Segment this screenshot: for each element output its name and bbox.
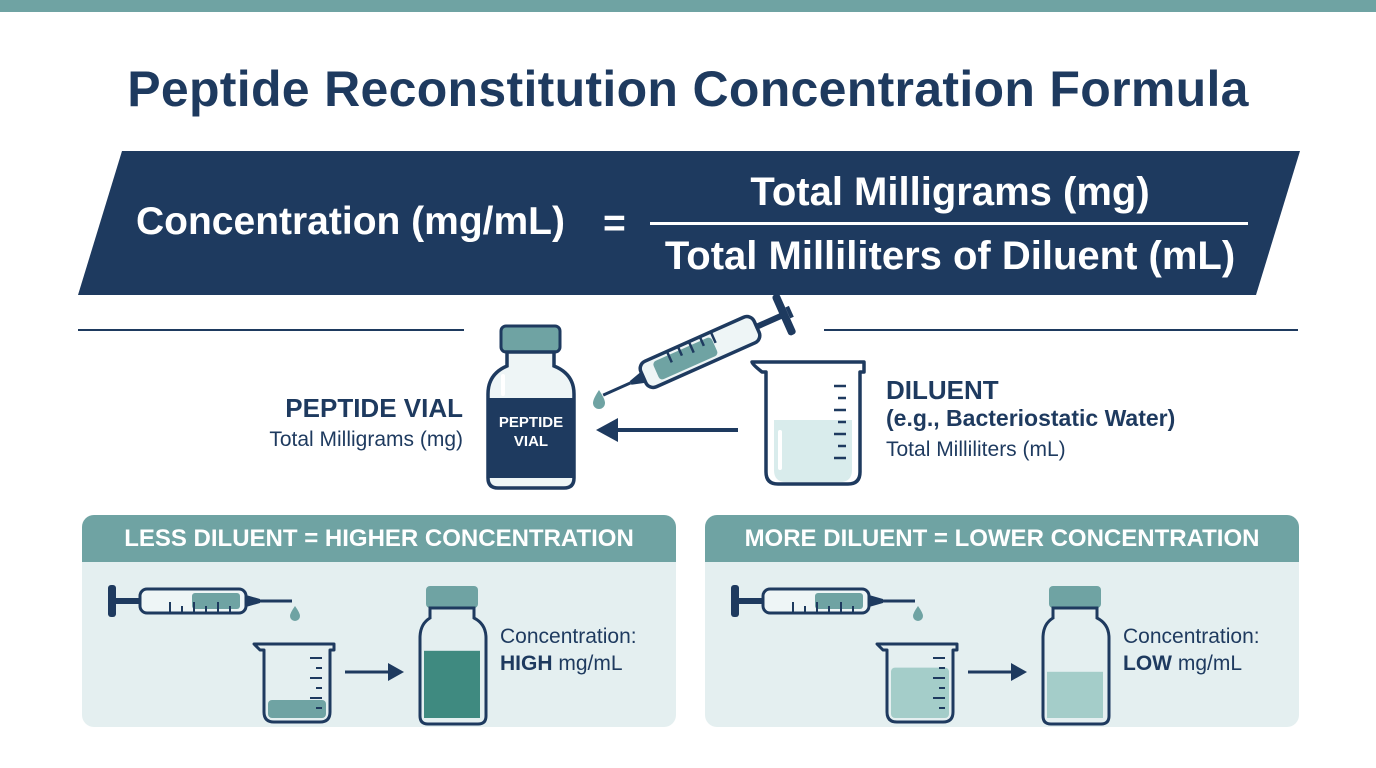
syringe-icon <box>731 585 915 617</box>
water-drop-icon <box>913 606 923 621</box>
panel-more-diluent: MORE DILUENT = LOWER CONCENTRATION Conce… <box>705 515 1299 727</box>
syringe-icon <box>108 585 292 617</box>
panel-illustration <box>108 585 488 726</box>
water-drop-icon <box>290 606 300 621</box>
formula-denominator: Total Milliliters of Diluent (mL) <box>664 234 1236 278</box>
diluent-title: DILUENT <box>886 375 999 405</box>
peptide-vial-icon <box>486 324 576 490</box>
concentration-level: HIGH <box>500 652 553 675</box>
vial-subtitle: Total Milligrams (mg) <box>269 428 463 451</box>
vial-label-line1: PEPTIDE <box>498 414 564 431</box>
vial-label: PEPTIDE VIAL <box>490 413 572 451</box>
concentration-level: LOW <box>1123 652 1172 675</box>
arrow-right-icon <box>968 663 1027 681</box>
divider-right <box>824 329 1298 331</box>
panel-less-diluent: LESS DILUENT = HIGHER CONCENTRATION Conc… <box>82 515 676 727</box>
formula-lhs: Concentration (mg/mL) <box>136 200 565 243</box>
arrow-left-icon <box>596 418 738 442</box>
concentration-value: HIGH mg/mL <box>500 652 623 676</box>
panel-heading: MORE DILUENT = LOWER CONCENTRATION <box>705 515 1299 562</box>
beaker-icon <box>875 642 959 724</box>
water-drop-icon <box>593 390 605 409</box>
top-accent-bar <box>0 0 1376 12</box>
syringe-icon <box>602 293 796 397</box>
beaker-icon <box>252 642 336 724</box>
concentration-unit: mg/mL <box>1177 652 1243 675</box>
arrow-right-icon <box>345 663 404 681</box>
vial-label-line2: VIAL <box>513 433 549 450</box>
formula-numerator: Total Milligrams (mg) <box>750 170 1150 214</box>
formula-equals-sign: = <box>603 202 626 245</box>
fraction-bar <box>650 222 1248 225</box>
beaker-icon <box>750 360 866 486</box>
peptide-vial-icon <box>1041 586 1111 726</box>
concentration-unit: mg/mL <box>558 652 623 675</box>
peptide-vial-icon <box>418 586 488 726</box>
concentration-label: Concentration: <box>1123 625 1260 648</box>
page-title: Peptide Reconstitution Concentration For… <box>127 61 1249 117</box>
diluent-example: (e.g., Bacteriostatic Water) <box>886 405 1176 431</box>
concentration-label: Concentration: <box>500 625 637 648</box>
divider-left <box>78 329 464 331</box>
diluent-subtitle: Total Milliliters (mL) <box>886 438 1066 461</box>
vial-title: PEPTIDE VIAL <box>285 393 463 423</box>
panel-illustration <box>731 585 1111 726</box>
concentration-value: LOW mg/mL <box>1123 652 1242 676</box>
panel-heading: LESS DILUENT = HIGHER CONCENTRATION <box>82 515 676 562</box>
